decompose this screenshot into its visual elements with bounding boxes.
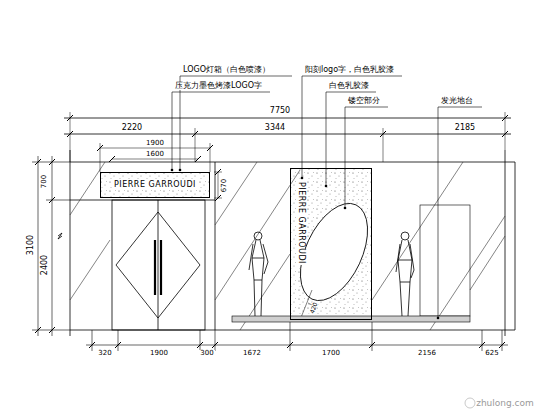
- leader-line: [302, 76, 402, 178]
- transom: [70, 162, 215, 330]
- dimension-text: 1900: [145, 140, 165, 147]
- dimension-tick: [67, 131, 73, 137]
- leader-line: [172, 92, 270, 170]
- leader-line: [438, 107, 482, 318]
- door-handle: [155, 240, 161, 295]
- dimension-tick: [207, 145, 213, 151]
- dimension-text: 2156: [417, 350, 437, 357]
- dimension-tick: [89, 342, 95, 348]
- watermark: zhulong.com: [475, 399, 535, 408]
- oval-dimension: [300, 290, 312, 320]
- dimension-tick: [502, 115, 508, 121]
- dimension-text: 300: [199, 350, 214, 357]
- dimension-text: 3344: [264, 124, 286, 132]
- dimension-text: 1600: [145, 151, 165, 158]
- dimension-text: 1672: [242, 350, 262, 357]
- dimension-tick: [502, 131, 508, 137]
- glass-hatch: [70, 162, 505, 330]
- logo-text: PIERRE GARROUDI: [113, 181, 197, 189]
- leader-line: [326, 92, 376, 186]
- door-diamond: [116, 212, 200, 318]
- callout-label: 白色乳胶漆: [328, 82, 370, 90]
- dimension-tick: [479, 342, 485, 348]
- light-platform: [232, 316, 470, 322]
- lightbox-texture: [100, 172, 210, 198]
- callout-label: 阳刻logo字，白色乳胶漆: [304, 66, 395, 74]
- dimension-tick: [35, 327, 41, 333]
- logo-text: PIERRE GARROUDI: [297, 181, 305, 265]
- dimension-tick: [195, 156, 201, 162]
- dimension-text: 625: [484, 350, 499, 357]
- leader-dots: [171, 169, 440, 320]
- dimension-text: 7750: [269, 107, 291, 115]
- callout-label: 发光地台: [440, 97, 474, 105]
- callout-label: 压克力墨色烤漆LOGO字: [174, 82, 263, 90]
- dimension-text: 2185: [454, 124, 476, 132]
- dimension-text: 2400: [41, 254, 49, 276]
- dimension-text: 1700: [321, 350, 341, 357]
- dimension-text: 2220: [121, 124, 143, 132]
- dimension-text: 320: [97, 350, 112, 357]
- dimension-line: [100, 143, 210, 172]
- dimension-tick: [67, 115, 73, 121]
- callout-label: LOGO灯箱（白色喷漆）: [182, 66, 271, 74]
- dimension-tick: [215, 195, 221, 201]
- dimension-tick: [35, 159, 41, 165]
- leader-line: [180, 76, 292, 170]
- extension-line: [70, 112, 505, 162]
- dimension-tick: [287, 342, 293, 348]
- callout-label: 镂空部分: [347, 97, 381, 105]
- door: [112, 200, 205, 330]
- dimension-text: 700: [42, 173, 49, 188]
- dimension-tick: [380, 131, 386, 137]
- dimension-tick: [49, 197, 55, 203]
- dimension-text: 670: [222, 177, 229, 192]
- break-mark: [58, 233, 62, 239]
- dimension-tick: [369, 342, 375, 348]
- door-split: [158, 200, 159, 330]
- logo-lightbox: PIERRE GARROUDI: [100, 172, 210, 198]
- dimension-line: [32, 156, 70, 336]
- window-frame: [420, 205, 470, 316]
- dimension-tick: [212, 342, 218, 348]
- watermark-icon: [465, 398, 475, 408]
- dimension-tick: [192, 131, 198, 137]
- dimension-ticks: [35, 115, 508, 348]
- dimension-tick: [197, 342, 203, 348]
- dimension-text: 3100: [27, 234, 35, 256]
- dimension-tick: [215, 169, 221, 175]
- dimension-tick: [49, 159, 55, 165]
- dimension-tick: [109, 156, 115, 162]
- dimension-line: [64, 118, 511, 134]
- leader-line: [345, 107, 388, 208]
- mannequin: [396, 232, 414, 316]
- dimension-line: [86, 322, 508, 351]
- dimension-tick: [49, 327, 55, 333]
- dimension-text: 1900: [149, 350, 169, 357]
- stone-panel: PIERRE GARROUDI: [290, 168, 372, 320]
- dimension-tick: [499, 342, 505, 348]
- facade-outline: [70, 150, 515, 336]
- dimension-tick: [115, 342, 121, 348]
- mannequin: [249, 232, 268, 316]
- dimension-tick: [97, 145, 103, 151]
